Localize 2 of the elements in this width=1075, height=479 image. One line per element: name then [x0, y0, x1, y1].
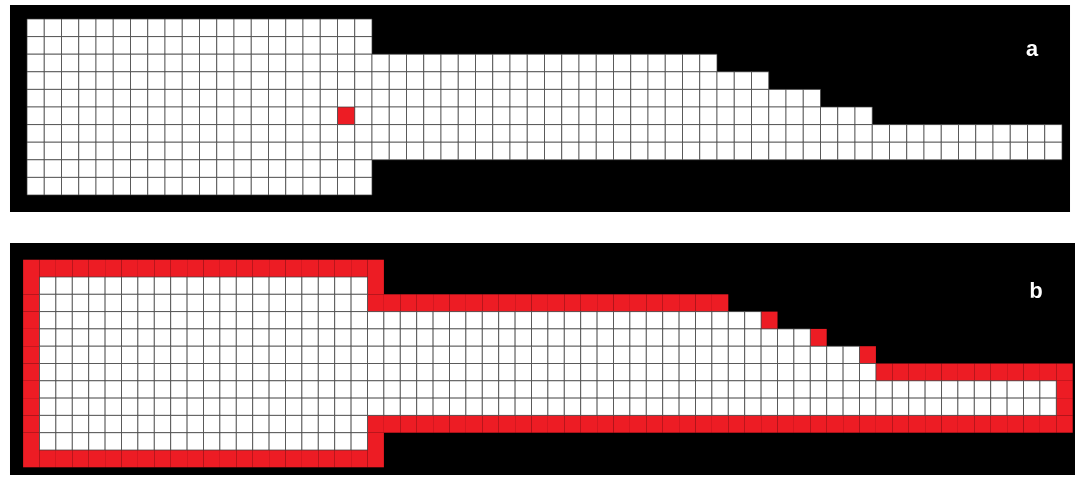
panel-label: a	[1026, 43, 1039, 57]
panel-label: b	[1030, 281, 1042, 299]
